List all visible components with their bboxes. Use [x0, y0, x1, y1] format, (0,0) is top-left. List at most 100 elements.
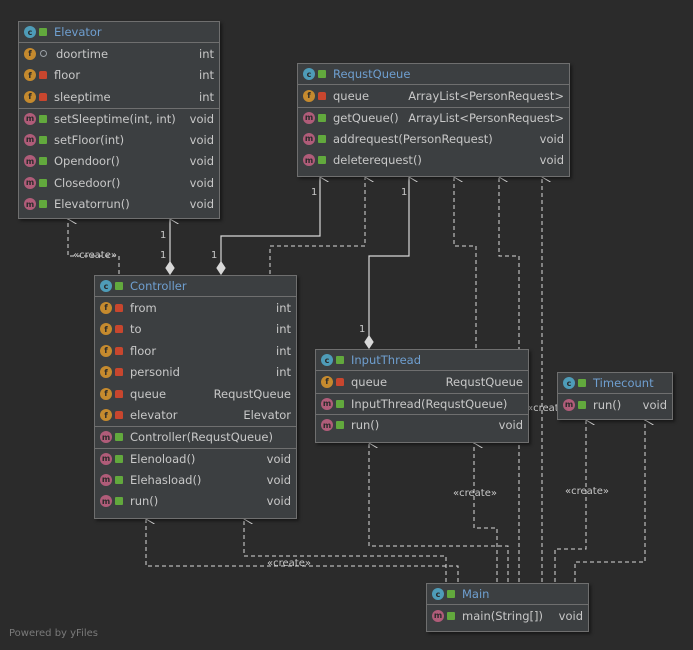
member-type: int	[276, 322, 291, 337]
member-type: void	[498, 418, 523, 433]
class-header: c InputThread	[316, 350, 528, 371]
member-name: deleterequest()	[333, 153, 422, 168]
member-name: to	[130, 322, 142, 337]
public-access-icon	[39, 200, 47, 209]
member-name: queue	[351, 374, 388, 389]
diamond-inputthread-requstqueue	[364, 334, 374, 350]
class-icon: c	[321, 354, 333, 366]
member-name: addrequest(PersonRequest)	[333, 131, 493, 146]
member-name: run()	[593, 397, 622, 412]
package-access-icon	[40, 50, 47, 58]
private-access-icon	[336, 377, 344, 386]
member-type: void	[189, 154, 214, 169]
private-access-icon	[318, 91, 326, 100]
class-icon: c	[24, 26, 36, 38]
class-title: InputThread	[351, 353, 421, 367]
member-type: ArrayList<PersonRequest>	[408, 110, 564, 125]
class-title: RequstQueue	[333, 67, 411, 81]
public-access-icon	[115, 475, 123, 484]
public-access-icon	[447, 611, 455, 620]
class-title: Controller	[130, 279, 187, 293]
public-access-icon	[336, 421, 344, 430]
member-type: int	[276, 300, 291, 315]
member-type: void	[189, 111, 214, 126]
member-name: InputThread(RequstQueue)	[351, 396, 508, 411]
field-icon: f	[100, 344, 112, 357]
member-row[interactable]: m InputThread(RequstQueue)	[316, 392, 528, 415]
member-name: run()	[351, 418, 380, 433]
create-label: «create»	[73, 250, 117, 261]
edge-controller-requstqueue	[220, 177, 320, 262]
method-icon: m	[100, 431, 112, 444]
multiplicity-label: 1	[160, 250, 167, 261]
member-name: getQueue()	[333, 110, 399, 125]
field-icon: f	[100, 387, 112, 400]
public-access-icon	[447, 590, 455, 598]
member-name: Elehasload()	[130, 472, 202, 487]
member-row[interactable]: m main(String[]) void	[427, 605, 588, 627]
member-type: void	[266, 494, 291, 509]
watermark: Powered by yFiles	[9, 628, 98, 639]
member-name: doortime	[56, 46, 109, 61]
private-access-icon	[115, 346, 123, 355]
field-icon: f	[100, 323, 112, 336]
class-title: Elevator	[54, 25, 102, 39]
dep-main-controller-b	[243, 519, 447, 582]
method-icon: m	[432, 609, 444, 622]
dep-controller-elevator	[67, 219, 120, 274]
class-icon: c	[303, 68, 315, 80]
method-icon: m	[321, 397, 333, 410]
create-label: «create»	[527, 403, 571, 414]
dep-controller-requstqueue	[269, 177, 365, 274]
create-label: «create»	[565, 486, 609, 497]
method-icon: m	[303, 132, 315, 145]
dep-main-timecount-b	[574, 420, 645, 582]
field-icon: f	[100, 409, 112, 422]
public-access-icon	[115, 433, 123, 442]
member-name: from	[130, 300, 157, 315]
method-icon: m	[24, 198, 36, 211]
class-icon: c	[563, 377, 575, 389]
member-type: int	[199, 68, 214, 83]
member-type: void	[558, 608, 583, 623]
private-access-icon	[115, 411, 123, 420]
method-icon: m	[24, 176, 36, 189]
member-row[interactable]: f to int	[95, 319, 296, 341]
member-name: main(String[])	[462, 608, 543, 623]
method-icon: m	[100, 473, 112, 486]
public-access-icon	[115, 497, 123, 506]
